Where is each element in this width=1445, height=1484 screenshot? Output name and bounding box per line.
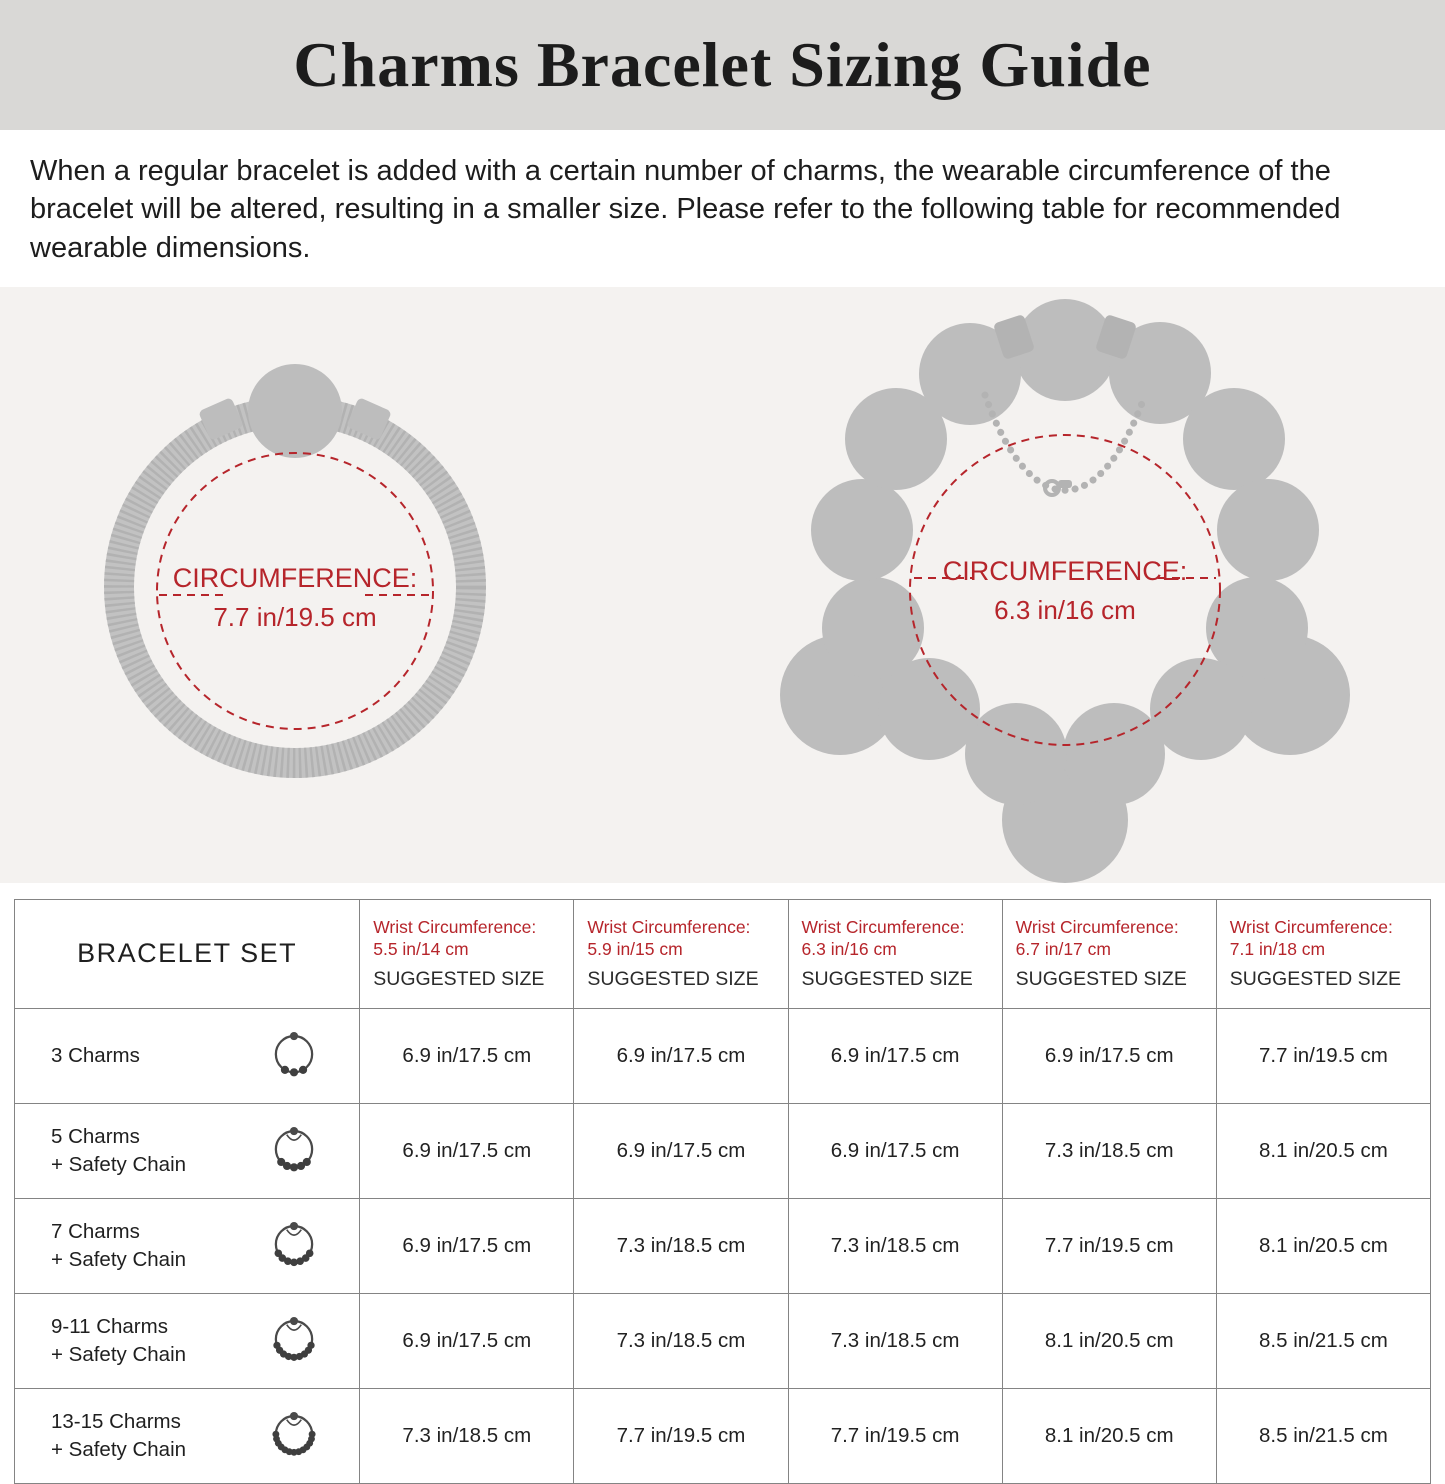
bracelet-5-charms-icon	[274, 1126, 314, 1172]
table-row: 3 Charms 6.9 in/17.5 cm 6.9 in/17.5 cm 6…	[13, 1007, 1432, 1104]
size-cell: 6.9 in/17.5 cm	[359, 1102, 575, 1199]
bracelet-7-charms-icon	[274, 1221, 314, 1266]
bracelet-3-charms-icon	[274, 1031, 314, 1077]
bracelet-set-header: BRACELET SET	[13, 898, 361, 1009]
row-label-cell: 9-11 Charms + Safety Chain	[13, 1292, 361, 1389]
size-cell: 7.3 in/18.5 cm	[359, 1387, 575, 1484]
row-label-line2: + Safety Chain	[51, 1342, 187, 1366]
size-cell: 8.1 in/20.5 cm	[1001, 1387, 1217, 1484]
bracelet-13-15-charms-icon	[272, 1411, 316, 1456]
table-header-row: BRACELET SET Wrist Circumference: 5.5 in…	[13, 898, 1432, 1009]
row-label-line2: + Safety Chain	[51, 1437, 187, 1461]
wrist-circumference-value: 5.9 in/15 cm	[587, 938, 683, 959]
row-label-line1: 7 Charms	[51, 1220, 140, 1244]
page-title: Charms Bracelet Sizing Guide	[293, 29, 1152, 100]
row-label-cell: 7 Charms + Safety Chain	[13, 1197, 361, 1294]
size-cell: 6.9 in/17.5 cm	[1001, 1007, 1217, 1104]
illustration-band: CIRCUMFERENCE: 7.7 in/19.5 cm	[0, 286, 1445, 883]
wrist-circumference-value: 6.7 in/17 cm	[1015, 938, 1111, 959]
row-label-line2: + Safety Chain	[51, 1247, 187, 1271]
wrist-circumference-label: Wrist Circumference:	[373, 916, 537, 937]
size-cell: 7.7 in/19.5 cm	[1215, 1007, 1432, 1104]
size-cell: 7.3 in/18.5 cm	[787, 1197, 1003, 1294]
suggested-size-label: SUGGESTED SIZE	[1229, 967, 1401, 990]
suggested-size-label: SUGGESTED SIZE	[373, 967, 545, 990]
size-header-1: Wrist Circumference: 5.5 in/14 cm SUGGES…	[359, 898, 575, 1009]
intro-text: When a regular bracelet is added with a …	[30, 155, 1341, 264]
plain-bracelet-illustration: CIRCUMFERENCE: 7.7 in/19.5 cm	[55, 325, 535, 845]
size-cell: 8.5 in/21.5 cm	[1215, 1387, 1432, 1484]
size-cell: 6.9 in/17.5 cm	[787, 1102, 1003, 1199]
size-cell: 7.7 in/19.5 cm	[787, 1387, 1003, 1484]
size-cell: 6.9 in/17.5 cm	[573, 1007, 789, 1104]
size-header-4: Wrist Circumference: 6.7 in/17 cm SUGGES…	[1001, 898, 1217, 1009]
charms-bracelet-art	[780, 298, 1350, 883]
row-label-line2: + Safety Chain	[51, 1152, 187, 1176]
table-row: 5 Charms + Safety Chain 6.9 in/17.5 cm 6…	[13, 1102, 1432, 1199]
size-cell: 6.9 in/17.5 cm	[359, 1292, 575, 1389]
plain-bracelet-art	[104, 363, 486, 778]
circumference-title: CIRCUMFERENCE:	[172, 562, 418, 593]
row-label-cell: 3 Charms	[13, 1007, 361, 1104]
wrist-circumference-value: 7.1 in/18 cm	[1229, 938, 1326, 959]
table-row: 13-15 Charms + Safety Chain 7.3 in/18.5 …	[13, 1387, 1432, 1484]
size-cell: 6.9 in/17.5 cm	[359, 1007, 575, 1104]
wrist-circumference-label: Wrist Circumference:	[1015, 916, 1179, 937]
circumference-value: 6.3 in/16 cm	[994, 595, 1136, 626]
size-cell: 8.1 in/20.5 cm	[1001, 1292, 1217, 1389]
size-cell: 8.1 in/20.5 cm	[1215, 1102, 1432, 1199]
row-label-cell: 13-15 Charms + Safety Chain	[13, 1387, 361, 1484]
charms-circumference-label: CIRCUMFERENCE: 6.3 in/16 cm	[943, 556, 1188, 626]
row-label-cell: 5 Charms + Safety Chain	[13, 1102, 361, 1199]
row-label-line1: 13-15 Charms	[51, 1410, 181, 1434]
wrist-circumference-value: 5.5 in/14 cm	[373, 938, 469, 959]
header-band: Charms Bracelet Sizing Guide	[0, 0, 1445, 130]
suggested-size-label: SUGGESTED SIZE	[801, 967, 973, 990]
wrist-circumference-label: Wrist Circumference:	[801, 916, 965, 937]
suggested-size-label: SUGGESTED SIZE	[1015, 967, 1187, 990]
row-label-line1: 9-11 Charms	[51, 1315, 168, 1339]
circumference-title: CIRCUMFERENCE:	[942, 556, 1188, 587]
bracelet-9-11-charms-icon	[273, 1316, 315, 1361]
wrist-circumference-label: Wrist Circumference:	[1229, 916, 1393, 937]
size-header-5: Wrist Circumference: 7.1 in/18 cm SUGGES…	[1215, 898, 1432, 1009]
wrist-circumference-value: 6.3 in/16 cm	[801, 938, 897, 959]
size-cell: 8.1 in/20.5 cm	[1215, 1197, 1432, 1294]
row-label-line1: 3 Charms	[51, 1043, 140, 1067]
suggested-size-label: SUGGESTED SIZE	[587, 967, 759, 990]
size-cell: 7.3 in/18.5 cm	[573, 1197, 789, 1294]
sizing-table: BRACELET SET Wrist Circumference: 5.5 in…	[13, 898, 1432, 1484]
size-cell: 7.7 in/19.5 cm	[573, 1387, 789, 1484]
size-header-2: Wrist Circumference: 5.9 in/15 cm SUGGES…	[573, 898, 789, 1009]
size-cell: 8.5 in/21.5 cm	[1215, 1292, 1432, 1389]
row-label-line1: 5 Charms	[51, 1125, 140, 1149]
size-header-3: Wrist Circumference: 6.3 in/16 cm SUGGES…	[787, 898, 1003, 1009]
size-cell: 6.9 in/17.5 cm	[359, 1197, 575, 1294]
size-cell: 7.3 in/18.5 cm	[1001, 1102, 1217, 1199]
size-cell: 7.3 in/18.5 cm	[573, 1292, 789, 1389]
size-cell: 7.3 in/18.5 cm	[787, 1292, 1003, 1389]
circumference-value: 7.7 in/19.5 cm	[213, 601, 377, 632]
table-row: 9-11 Charms + Safety Chain 6.9 in/17.5 c…	[13, 1292, 1432, 1389]
charms-bracelet-illustration: CIRCUMFERENCE: 6.3 in/16 cm	[740, 260, 1390, 910]
table-row: 7 Charms + Safety Chain 6.9 in/17.5 cm 7…	[13, 1197, 1432, 1294]
size-cell: 7.7 in/19.5 cm	[1001, 1197, 1217, 1294]
size-cell: 6.9 in/17.5 cm	[787, 1007, 1003, 1104]
size-cell: 6.9 in/17.5 cm	[573, 1102, 789, 1199]
plain-circumference-label: CIRCUMFERENCE: 7.7 in/19.5 cm	[173, 563, 418, 633]
wrist-circumference-label: Wrist Circumference:	[587, 916, 751, 937]
